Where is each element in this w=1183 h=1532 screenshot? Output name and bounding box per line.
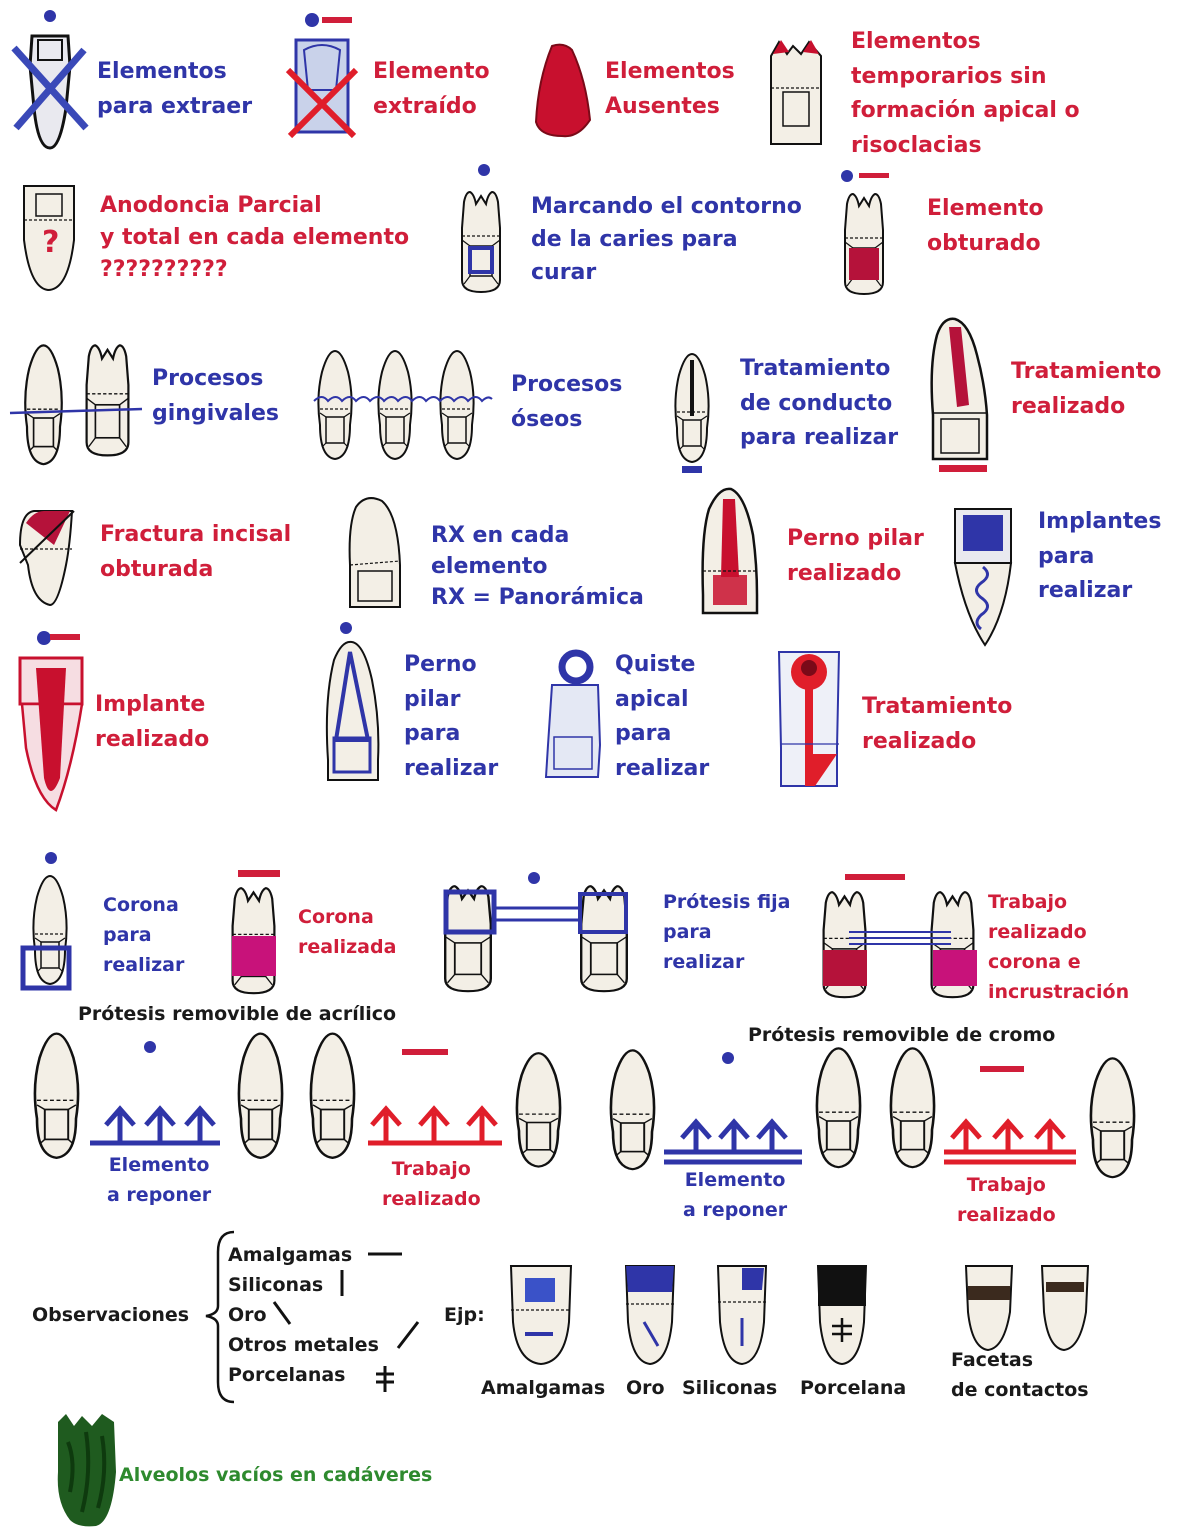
- obs-symbols-icon: [270, 1240, 420, 1400]
- protesis-fija-realizar-icon: [438, 870, 638, 1000]
- label-anodoncia: Anodoncia Parcial y total en cada elemen…: [100, 190, 409, 286]
- label-rx: RX en cada elemento RX = Panorámica: [431, 520, 644, 613]
- example-label-siliconas: Siliconas: [682, 1373, 777, 1403]
- label-ejp: Ejp:: [444, 1300, 485, 1330]
- label-quiste-apical: Quiste apical para realizar: [615, 648, 709, 786]
- example-siliconas-icon: [712, 1262, 772, 1370]
- label-elemento-reponer-1: Elemento a reponer: [107, 1150, 211, 1210]
- label-corona-realizada: Corona realizada: [298, 902, 396, 962]
- label-tratamiento-realizado-2: Tratamiento realizado: [862, 690, 1012, 759]
- tooth-tratamiento-realizado2-icon: [775, 648, 845, 793]
- tooth-extraer-icon: [8, 8, 88, 153]
- label-facetas: Facetas de contactos: [951, 1345, 1089, 1405]
- label-trabajo-realizado-2: Trabajo realizado: [957, 1170, 1056, 1230]
- tooth-perno-realizado-icon: [695, 485, 765, 620]
- tooth-perno-realizar-icon: [318, 620, 388, 790]
- label-elementos-temporarios: Elementos temporarios sin formación apic…: [851, 25, 1080, 163]
- example-label-oro: Oro: [626, 1373, 665, 1403]
- label-observaciones: Observaciones: [32, 1300, 189, 1330]
- tooth-anodoncia-icon: ?: [18, 180, 80, 295]
- tooth-quiste-icon: [538, 645, 608, 785]
- label-elementos-extraer: Elementos para extraer: [97, 55, 252, 124]
- tooth-ausente-icon: [528, 40, 598, 140]
- alveolos-icon: [52, 1412, 122, 1530]
- label-implante-realizado: Implante realizado: [95, 688, 209, 757]
- tooth-extraido-icon: [282, 10, 367, 140]
- tooth-corona-realizar-icon: [15, 850, 85, 995]
- svg-text:?: ?: [42, 225, 59, 260]
- protesis-acrilico-icon: [20, 1025, 580, 1165]
- tooth-tratamiento-realizado-icon: [925, 315, 997, 475]
- trabajo-corona-incrustracion-icon: [815, 870, 985, 1005]
- example-label-amalgamas: Amalgamas: [481, 1373, 605, 1403]
- tooth-obturado-icon: [835, 168, 895, 303]
- obs-item-oro: Oro: [228, 1300, 267, 1330]
- label-elemento-obturado: Elemento obturado: [927, 192, 1044, 261]
- tooth-fractura-icon: [14, 505, 79, 610]
- example-amalgamas-icon: [505, 1262, 577, 1370]
- tooth-rx-icon: [340, 495, 410, 620]
- label-tratamiento-conducto: Tratamiento de conducto para realizar: [740, 352, 898, 456]
- label-perno-pilar-realizado: Perno pilar realizado: [787, 522, 924, 591]
- tooth-temporario-icon: [765, 36, 830, 156]
- label-alveolos: Alveolos vacíos en cadáveres: [119, 1460, 432, 1490]
- label-corona-realizar: Corona para realizar: [103, 890, 184, 980]
- label-implantes-realizar: Implantes para realizar: [1038, 505, 1161, 609]
- example-porcelana-icon: [812, 1262, 872, 1370]
- tooth-conducto-icon: [662, 350, 724, 475]
- label-elementos-ausentes: Elementos Ausentes: [605, 55, 735, 124]
- tooth-implante-realizado-icon: [14, 628, 89, 818]
- label-protesis-fija: Prótesis fija para realizar: [663, 887, 790, 977]
- label-fractura-incisal: Fractura incisal obturada: [100, 518, 291, 587]
- label-procesos-gingivales: Procesos gingivales: [152, 362, 279, 431]
- label-tratamiento-realizado: Tratamiento realizado: [1011, 355, 1161, 424]
- example-label-porcelana: Porcelana: [800, 1373, 906, 1403]
- label-procesos-oseos: Procesos óseos: [511, 368, 622, 437]
- label-caries: Marcando el contorno de la caries para c…: [531, 190, 802, 289]
- label-elemento-reponer-2: Elemento a reponer: [683, 1165, 787, 1225]
- teeth-gingivales-icon: [8, 335, 143, 465]
- example-oro-icon: [620, 1262, 680, 1370]
- label-trabajo-realizado-1: Trabajo realizado: [382, 1154, 481, 1214]
- protesis-cromo-icon: [600, 1040, 1160, 1180]
- label-trabajo-corona-incrustracion: Trabajo realizado corona e incrustración: [988, 887, 1129, 1007]
- teeth-oseos-icon: [310, 345, 495, 465]
- tooth-caries-icon: [450, 162, 512, 302]
- label-perno-pilar-realizar: Perno pilar para realizar: [404, 648, 498, 786]
- tooth-implantes-realizar-icon: [945, 505, 1020, 655]
- label-elemento-extraido: Elemento extraído: [373, 55, 490, 124]
- tooth-corona-realizada-icon: [218, 866, 288, 996]
